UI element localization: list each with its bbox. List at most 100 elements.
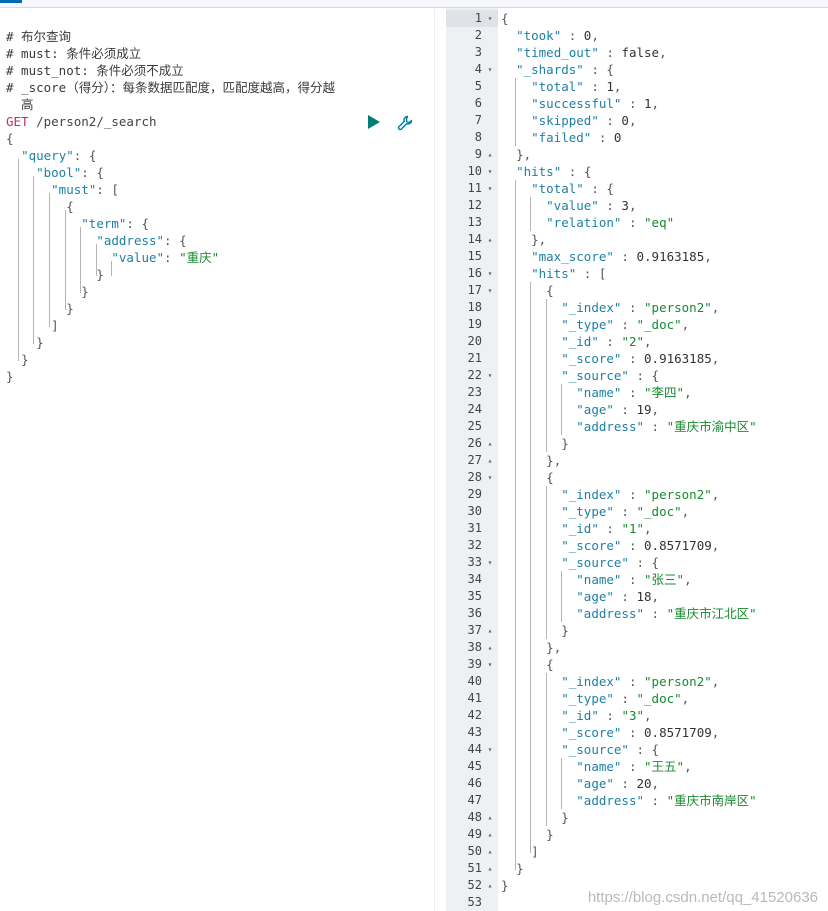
- line-number: 30: [467, 504, 482, 518]
- response-line: 9▴ },: [446, 146, 828, 163]
- response-line: 17▾ {: [446, 282, 828, 299]
- fold-toggle-icon[interactable]: ▴: [487, 150, 493, 159]
- indent-guide: [49, 193, 50, 327]
- response-line: 15 "max_score" : 0.9163185,: [446, 248, 828, 265]
- request-line[interactable]: GET /person2/_search: [6, 113, 416, 130]
- response-line-text: {: [546, 657, 554, 672]
- request-body-line[interactable]: {: [6, 131, 14, 146]
- indent-guide: [18, 159, 19, 361]
- request-body-line[interactable]: }: [21, 352, 29, 367]
- response-line-text: "age" : 20,: [576, 776, 660, 791]
- response-line: 26▴ }: [446, 435, 828, 452]
- response-line: 32 "_score" : 0.8571709,: [446, 537, 828, 554]
- response-line-text: "skipped" : 0,: [531, 113, 637, 128]
- fold-toggle-icon[interactable]: ▾: [487, 286, 493, 295]
- line-number: 49: [467, 827, 482, 841]
- response-line-text: "_id" : "3",: [561, 708, 652, 723]
- response-line-text: "hits" : [: [531, 266, 607, 281]
- request-body-line[interactable]: }: [36, 335, 44, 350]
- fold-toggle-icon[interactable]: ▴: [487, 439, 493, 448]
- fold-toggle-icon[interactable]: ▴: [487, 847, 493, 856]
- fold-toggle-icon[interactable]: ▴: [487, 864, 493, 873]
- response-line-text: {: [501, 11, 509, 26]
- response-code[interactable]: 1▾{2 "took" : 0,3 "timed_out" : false,4▾…: [446, 10, 828, 911]
- indent-guide: [515, 180, 516, 870]
- request-editor[interactable]: # 布尔查询 # must: 条件必须成立 # must_not: 条件必须不成…: [0, 8, 426, 911]
- response-line: 39▾ {: [446, 656, 828, 673]
- http-method: GET: [6, 114, 29, 129]
- line-number: 16: [467, 266, 482, 280]
- comment-line: # must_not: 条件必须不成立: [6, 63, 184, 78]
- response-line: 33▾ "_source" : {: [446, 554, 828, 571]
- request-body-line[interactable]: }: [81, 284, 89, 299]
- request-body-line[interactable]: }: [96, 267, 104, 282]
- line-number: 52: [467, 878, 482, 892]
- request-body-line[interactable]: }: [66, 301, 74, 316]
- fold-toggle-icon[interactable]: ▾: [487, 167, 493, 176]
- line-number: 11: [467, 181, 482, 195]
- response-line: 36 "address" : "重庆市江北区": [446, 605, 828, 622]
- line-number: 34: [467, 572, 482, 586]
- line-number: 20: [467, 334, 482, 348]
- request-code[interactable]: # 布尔查询 # must: 条件必须成立 # must_not: 条件必须不成…: [6, 28, 416, 385]
- response-line-text: "value" : 3,: [546, 198, 637, 213]
- response-line-text: {: [546, 470, 554, 485]
- line-number: 6: [474, 96, 482, 110]
- fold-toggle-icon[interactable]: ▴: [487, 813, 493, 822]
- indent-guide: [530, 282, 531, 853]
- fold-toggle-icon[interactable]: ▴: [487, 456, 493, 465]
- response-line-text: "_type" : "_doc",: [561, 317, 690, 332]
- request-body-line[interactable]: }: [6, 369, 14, 384]
- fold-toggle-icon[interactable]: ▴: [487, 881, 493, 890]
- line-number: 46: [467, 776, 482, 790]
- fold-toggle-icon[interactable]: ▾: [487, 660, 493, 669]
- wrench-icon[interactable]: [396, 114, 414, 132]
- response-line-text: "_index" : "person2",: [561, 487, 720, 502]
- line-number: 14: [467, 232, 482, 246]
- request-body-line[interactable]: "bool": {: [36, 165, 104, 180]
- request-body-line[interactable]: "value": "重庆": [111, 250, 220, 265]
- response-viewer[interactable]: 1▾{2 "took" : 0,3 "timed_out" : false,4▾…: [446, 8, 828, 911]
- comment-line: # _score（得分）：每条数据匹配度，匹配度越高，得分越: [6, 80, 335, 95]
- response-line: 14 ▴ },: [446, 231, 828, 248]
- fold-toggle-icon[interactable]: ▴: [487, 643, 493, 652]
- fold-toggle-icon[interactable]: ▾: [487, 745, 493, 754]
- fold-toggle-icon[interactable]: ▾: [487, 473, 493, 482]
- fold-toggle-icon[interactable]: ▾: [487, 65, 493, 74]
- play-icon[interactable]: [368, 115, 380, 129]
- indent-guide: [33, 176, 34, 344]
- request-body-line[interactable]: "must": [: [51, 182, 119, 197]
- line-number: 35: [467, 589, 482, 603]
- indent-guide: [530, 197, 531, 231]
- response-line: 1▾{: [446, 10, 828, 27]
- fold-toggle-icon[interactable]: ▾: [487, 371, 493, 380]
- response-line: 27▴ },: [446, 452, 828, 469]
- request-body-line[interactable]: "term": {: [81, 216, 150, 231]
- indent-guide: [546, 299, 547, 452]
- line-number: 4: [474, 62, 482, 76]
- fold-toggle-icon[interactable]: ▾: [487, 14, 493, 23]
- fold-toggle-icon[interactable]: ▾: [487, 184, 493, 193]
- request-body-line[interactable]: "query": {: [21, 148, 97, 163]
- response-line-text: "_id" : "2",: [561, 334, 652, 349]
- response-line: 5 "total" : 1,: [446, 78, 828, 95]
- request-body-line[interactable]: {: [66, 199, 74, 214]
- response-line-text: },: [531, 232, 547, 247]
- request-body[interactable]: { "query": { "bool": { "must": [ { "term…: [6, 130, 416, 385]
- request-body-line[interactable]: "address": {: [96, 233, 187, 248]
- request-body-line[interactable]: ]: [51, 318, 59, 333]
- fold-toggle-icon[interactable]: ▾: [487, 269, 493, 278]
- fold-toggle-icon[interactable]: ▴: [487, 626, 493, 635]
- fold-toggle-icon[interactable]: ▴: [487, 830, 493, 839]
- response-line: 13 "relation" : "eq": [446, 214, 828, 231]
- fold-toggle-icon[interactable]: ▾: [487, 558, 493, 567]
- panel-splitter[interactable]: [434, 8, 447, 911]
- response-line-text: "age" : 18,: [576, 589, 660, 604]
- fold-toggle-icon[interactable]: ▴: [487, 235, 493, 244]
- line-number: 19: [467, 317, 482, 331]
- response-line-text: "_source" : {: [561, 368, 660, 383]
- response-line-text: "successful" : 1,: [531, 96, 660, 111]
- response-line: 24 "age" : 19,: [446, 401, 828, 418]
- line-number: 24: [467, 402, 482, 416]
- response-line: 10▾ "hits" : {: [446, 163, 828, 180]
